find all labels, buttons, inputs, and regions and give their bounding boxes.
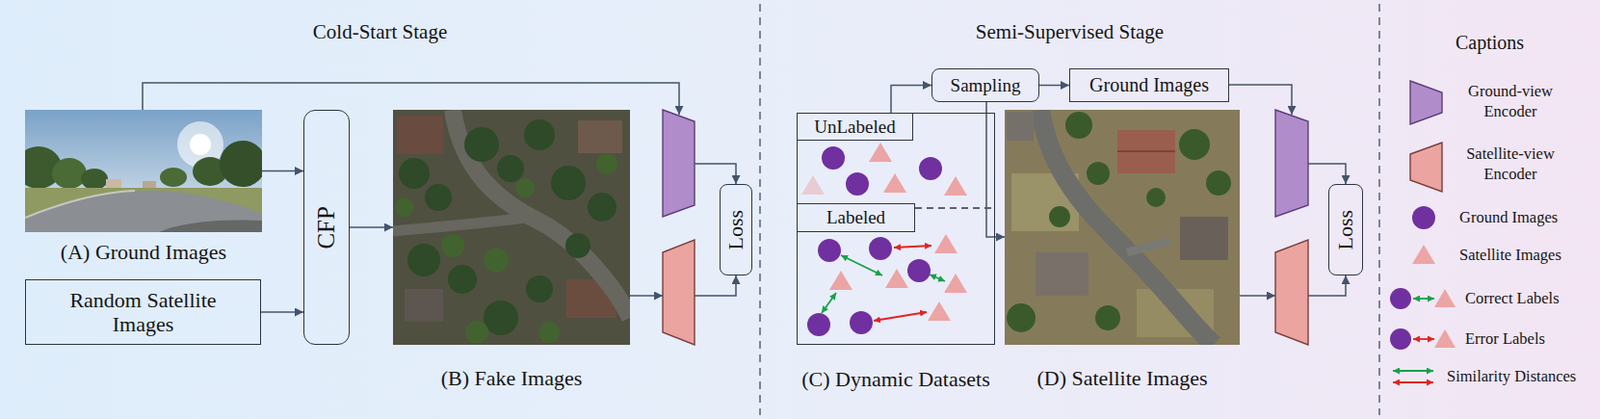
panel-title: Captions xyxy=(1379,31,1600,54)
flow-arrow xyxy=(261,311,304,314)
stage-panel: Cold-Start Stage (A) Ground ImagesRandom … xyxy=(0,0,761,419)
node-label: Random Satellite Images xyxy=(52,288,236,338)
legend-label: Ground-view Encoder xyxy=(1452,80,1569,123)
legend-label: Error Labels xyxy=(1465,328,1546,349)
legend-item: Ground-view Encoder xyxy=(1452,80,1569,123)
legend-label: Ground Images xyxy=(1459,207,1558,228)
node-label: Loss xyxy=(723,209,748,251)
satellite-image: (D) Satellite Images xyxy=(1004,109,1240,345)
node-label: UnLabeled xyxy=(813,116,895,138)
input-box: Random Satellite Images xyxy=(25,279,262,345)
image-caption: (C) Dynamic Datasets xyxy=(801,367,991,392)
cfp-block: CFP xyxy=(303,109,350,345)
process-box: Sampling xyxy=(931,68,1040,103)
node-label: Labeled xyxy=(826,207,886,229)
fake-image: (B) Fake Images xyxy=(393,109,630,345)
tab-label: Labeled xyxy=(796,203,916,233)
image-caption: (D) Satellite Images xyxy=(1036,366,1207,391)
loss-box: Loss xyxy=(1328,183,1364,276)
node-label: Sampling xyxy=(950,75,1022,97)
process-box: Ground Images xyxy=(1069,68,1230,103)
node-label: Loss xyxy=(1333,209,1358,251)
panel-title: Cold-Start Stage xyxy=(0,20,761,44)
legend-item: Satellite Images xyxy=(1459,244,1562,265)
flow-arrow xyxy=(262,170,304,173)
legend-item: Satellite-view Encoder xyxy=(1452,143,1569,185)
image-caption: (B) Fake Images xyxy=(441,366,583,391)
flow-arrow xyxy=(1039,84,1070,87)
flow-arrow xyxy=(891,85,932,114)
image-caption: (A) Ground Images xyxy=(60,239,227,264)
legend-label: Similarity Distances xyxy=(1446,366,1576,387)
legend-item: Ground Images xyxy=(1459,207,1558,228)
legend-label: Satellite-view Encoder xyxy=(1452,143,1569,185)
flow-arrow xyxy=(349,226,394,229)
legend-label: Satellite Images xyxy=(1459,244,1562,265)
legend-item: Correct Labels xyxy=(1465,288,1560,309)
node-label: Ground Images xyxy=(1089,74,1209,97)
dataset-box: (C) Dynamic DatasetsUnLabeledLabeled xyxy=(796,112,996,345)
node-label: CFP xyxy=(313,206,341,249)
legend-label: Correct Labels xyxy=(1465,288,1560,309)
legend-item: Error Labels xyxy=(1465,328,1546,349)
tab-label: UnLabeled xyxy=(796,112,914,141)
panel-title: Semi-Supervised Stage xyxy=(760,20,1380,44)
ground-image: (A) Ground Images xyxy=(25,109,263,233)
flow-arrow xyxy=(986,102,1005,237)
legend-item: Similarity Distances xyxy=(1446,366,1576,387)
loss-box: Loss xyxy=(719,183,753,276)
stage-panel: Semi-Supervised StageSampling Ground Imag… xyxy=(760,0,1380,419)
